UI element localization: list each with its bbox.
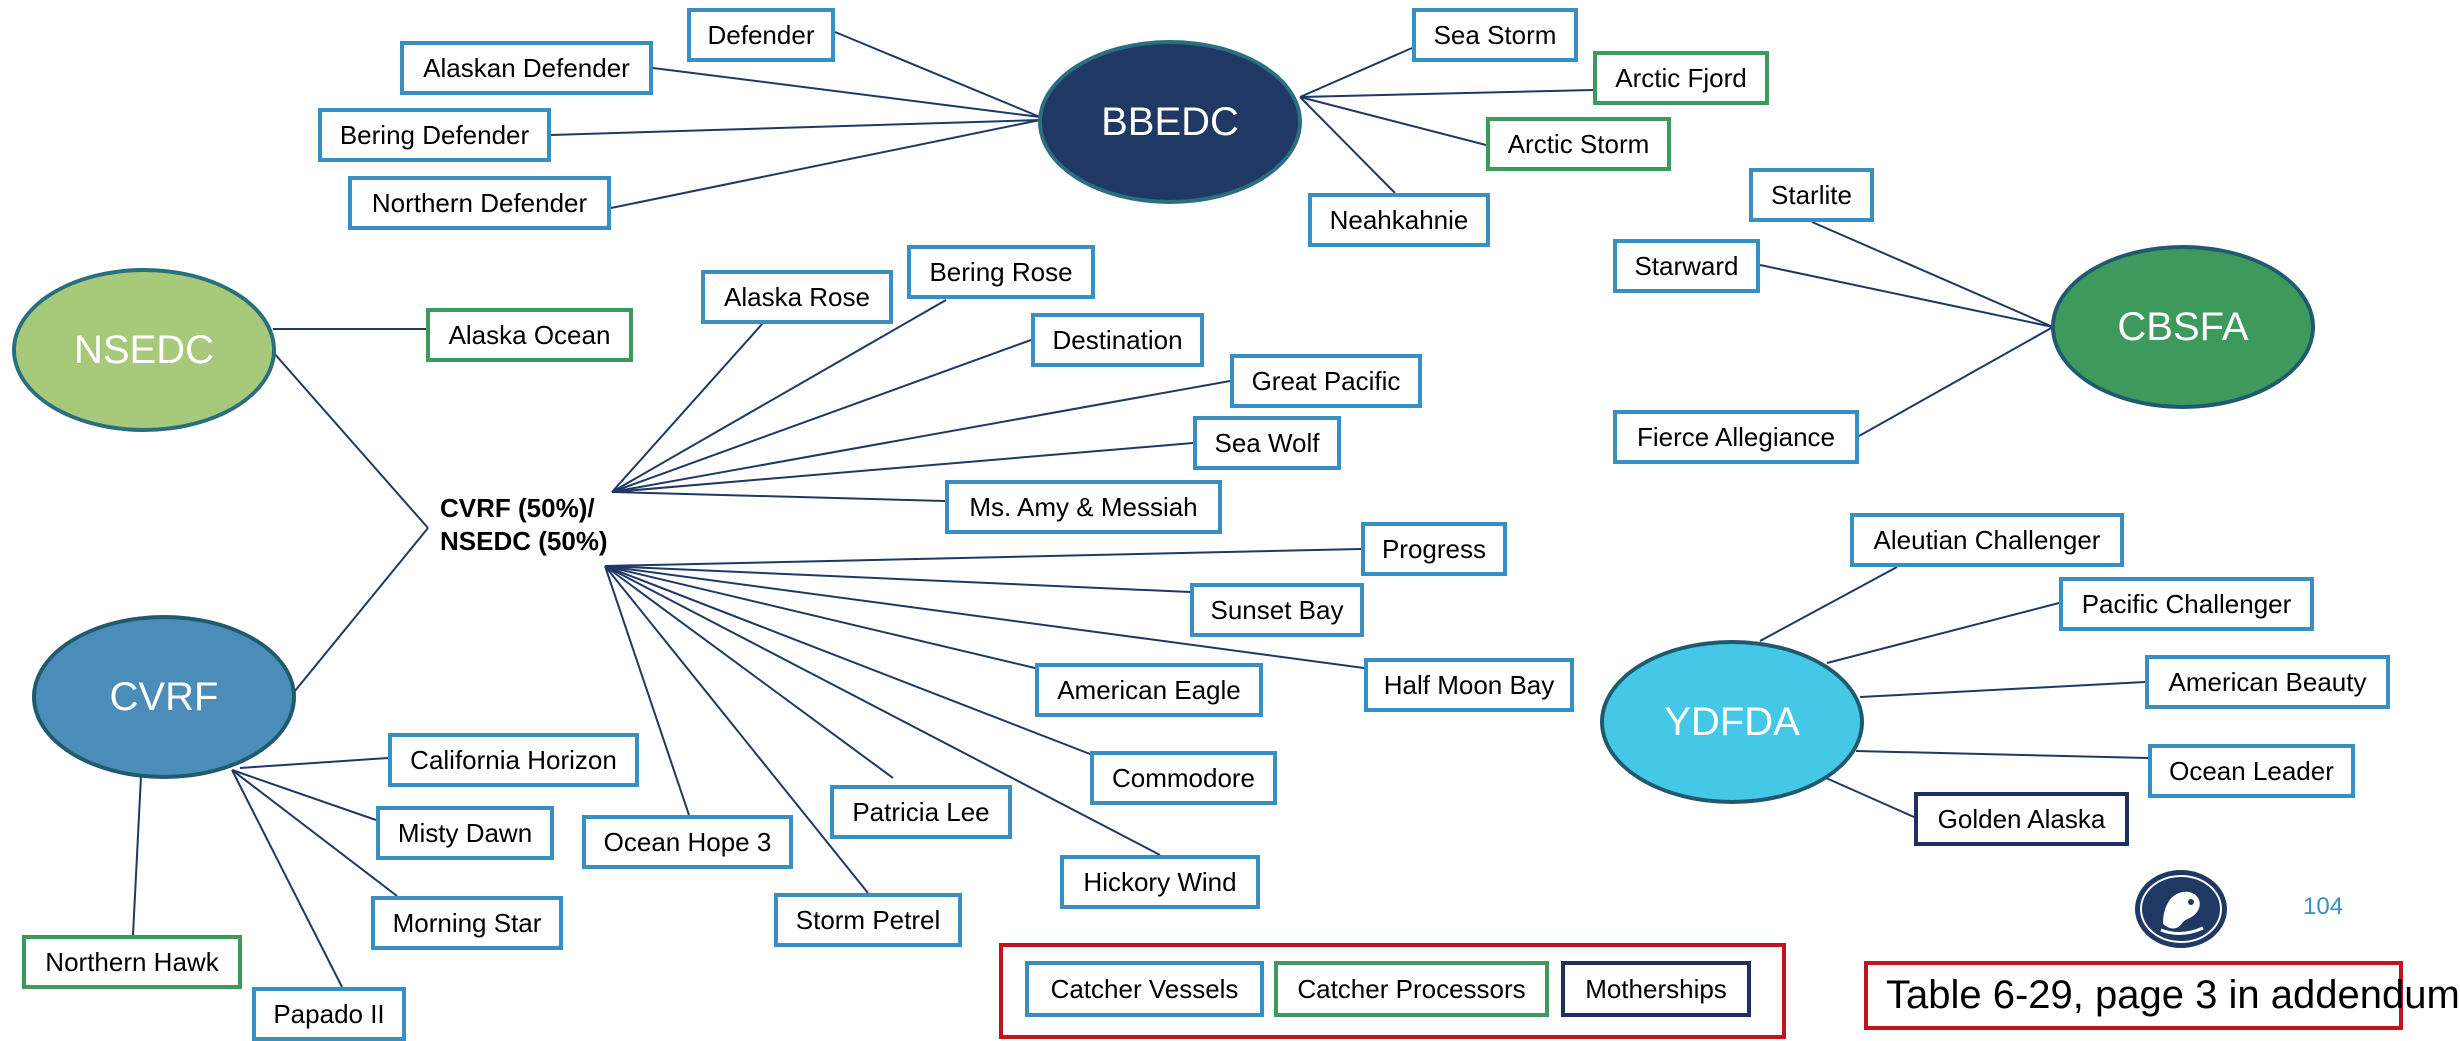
edge-hub-ocean-hope xyxy=(604,565,690,816)
vessel-storm-petrel: Storm Petrel xyxy=(774,893,962,947)
edge-bbedc-arctic-storm xyxy=(1299,96,1487,146)
vessel-american-eagle: American Eagle xyxy=(1035,663,1263,717)
edge-hub-bering-rose xyxy=(611,299,947,493)
legend-catcher-processors: Catcher Processors xyxy=(1274,961,1549,1017)
vessel-defender: Defender xyxy=(687,8,835,62)
edge-cvrf-papado-ii xyxy=(231,769,343,988)
group-ydfda-label: YDFDA xyxy=(1664,699,1800,744)
vessel-starward: Starward xyxy=(1613,239,1760,293)
edge-hub-alaska-rose xyxy=(611,322,764,493)
edge-cvrf-hub xyxy=(289,527,429,698)
vessel-pacific-challenger: Pacific Challenger xyxy=(2059,577,2314,631)
edge-bbedc-arctic-fjord xyxy=(1299,89,1594,98)
vessel-golden-alaska: Golden Alaska xyxy=(1914,792,2129,846)
vessel-bering-rose: Bering Rose xyxy=(907,245,1095,299)
connector-lines xyxy=(132,31,2149,988)
group-cvrf: CVRF xyxy=(32,615,296,779)
table-reference-text: Table 6-29, page 3 in addendum xyxy=(1886,973,2460,1017)
edge-hub-destination xyxy=(611,339,1032,493)
group-bbedc-label: BBEDC xyxy=(1101,99,1239,144)
vessel-california-horizon: California Horizon xyxy=(388,733,639,787)
vessel-aleutian-challenger: Aleutian Challenger xyxy=(1850,513,2124,567)
vessel-ocean-hope-3: Ocean Hope 3 xyxy=(582,815,793,869)
vessel-morning-star: Morning Star xyxy=(371,896,563,950)
vessel-northern-hawk: Northern Hawk xyxy=(22,935,242,989)
group-bbedc: BBEDC xyxy=(1038,40,1302,204)
edge-nsedc-hub xyxy=(272,351,429,529)
hub-line-2: NSEDC (50%) xyxy=(440,526,608,556)
edge-cvrf-california-horizon xyxy=(239,757,389,769)
vessel-fierce-allegiance: Fierce Allegiance xyxy=(1613,410,1859,464)
edge-bbedc-defender xyxy=(834,31,1041,118)
vessel-neahkahnie: Neahkahnie xyxy=(1308,193,1490,247)
seal-logo-icon xyxy=(2133,868,2229,950)
edge-hub-progress xyxy=(604,548,1362,567)
edge-ydfda-american-beauty xyxy=(1859,681,2146,698)
edge-hub-storm-petrel xyxy=(604,565,869,894)
vessel-bering-defender: Bering Defender xyxy=(318,108,551,162)
edge-bbedc-alaskan-defender xyxy=(652,67,1041,118)
group-cbsfa: CBSFA xyxy=(2051,245,2315,409)
edge-hub-hickory-wind xyxy=(604,565,1161,856)
page-number: 104 xyxy=(2303,893,2344,920)
group-nsedc-label: NSEDC xyxy=(73,327,215,372)
vessel-half-moon-bay: Half Moon Bay xyxy=(1364,658,1574,712)
vessel-great-pacific: Great Pacific xyxy=(1230,354,1422,408)
edge-bbedc-northern-defender xyxy=(610,119,1041,209)
vessel-alaska-rose: Alaska Rose xyxy=(701,270,893,324)
edge-cbsfa-starlite xyxy=(1811,221,2054,328)
vessel-sunset-bay: Sunset Bay xyxy=(1190,583,1364,637)
edge-ydfda-aleutian-challenger xyxy=(1759,566,1898,642)
vessel-sea-wolf: Sea Wolf xyxy=(1193,416,1341,470)
table-reference: Table 6-29, page 3 in addendum xyxy=(1864,961,2460,1030)
vessel-sea-storm: Sea Storm xyxy=(1412,8,1578,62)
edge-cbsfa-fierce-allegiance xyxy=(1858,326,2054,437)
edge-hub-sunset-bay xyxy=(604,565,1191,593)
vessel-american-beauty: American Beauty xyxy=(2145,655,2390,709)
edge-cvrf-misty-dawn xyxy=(231,769,377,821)
group-nsedc: NSEDC xyxy=(12,268,276,432)
edge-hub-american-eagle xyxy=(604,565,1036,669)
edge-cvrf-morning-star xyxy=(231,769,398,897)
vessel-patricia-lee: Patricia Lee xyxy=(830,785,1012,839)
edge-hub-commodore xyxy=(604,565,1091,755)
vessel-alaskan-defender: Alaskan Defender xyxy=(400,41,653,95)
edge-hub-great-pacific xyxy=(611,380,1231,493)
edge-ydfda-ocean-leader xyxy=(1855,750,2149,759)
edge-cbsfa-starward xyxy=(1759,264,2054,328)
hub-line-1: CVRF (50%)/ xyxy=(440,493,595,523)
vessel-ms-amy-messiah: Ms. Amy & Messiah xyxy=(945,480,1222,534)
vessel-progress: Progress xyxy=(1361,522,1507,576)
edge-hub-patricia-lee xyxy=(604,565,894,779)
legend-catcher-vessels: Catcher Vessels xyxy=(1025,961,1264,1017)
vessel-northern-defender: Northern Defender xyxy=(348,176,611,230)
group-cvrf-label: CVRF xyxy=(109,674,219,719)
group-cbsfa-label: CBSFA xyxy=(2117,304,2249,349)
vessel-papado-ii: Papado II xyxy=(252,987,406,1041)
edge-hub-half-moon-bay xyxy=(604,565,1365,669)
edge-bbedc-sea-storm xyxy=(1299,47,1413,98)
legend-motherships: Motherships xyxy=(1561,961,1751,1017)
vessel-starlite: Starlite xyxy=(1749,168,1874,222)
edge-cvrf-northern-hawk xyxy=(132,775,142,936)
vessel-alaska-ocean: Alaska Ocean xyxy=(426,308,633,362)
vessel-commodore: Commodore xyxy=(1090,751,1277,805)
legend xyxy=(999,943,1786,1039)
vessel-hickory-wind: Hickory Wind xyxy=(1060,855,1260,909)
vessel-ocean-leader: Ocean Leader xyxy=(2148,744,2355,798)
group-ydfda: YDFDA xyxy=(1600,640,1864,804)
vessel-misty-dawn: Misty Dawn xyxy=(376,806,554,860)
vessel-arctic-storm: Arctic Storm xyxy=(1486,117,1671,171)
edge-hub-ms-amy xyxy=(611,491,946,502)
edge-hub-sea-wolf xyxy=(611,442,1194,493)
edge-ydfda-golden-alaska xyxy=(1825,777,1915,818)
edge-bbedc-bering-defender xyxy=(550,119,1041,136)
vessel-arctic-fjord: Arctic Fjord xyxy=(1593,51,1769,105)
edge-bbedc-neahkahnie xyxy=(1299,96,1396,194)
edge-ydfda-pacific-challenger xyxy=(1826,602,2060,664)
vessel-destination: Destination xyxy=(1031,313,1204,367)
shared-ownership-hub: CVRF (50%)/ NSEDC (50%) xyxy=(440,492,608,558)
